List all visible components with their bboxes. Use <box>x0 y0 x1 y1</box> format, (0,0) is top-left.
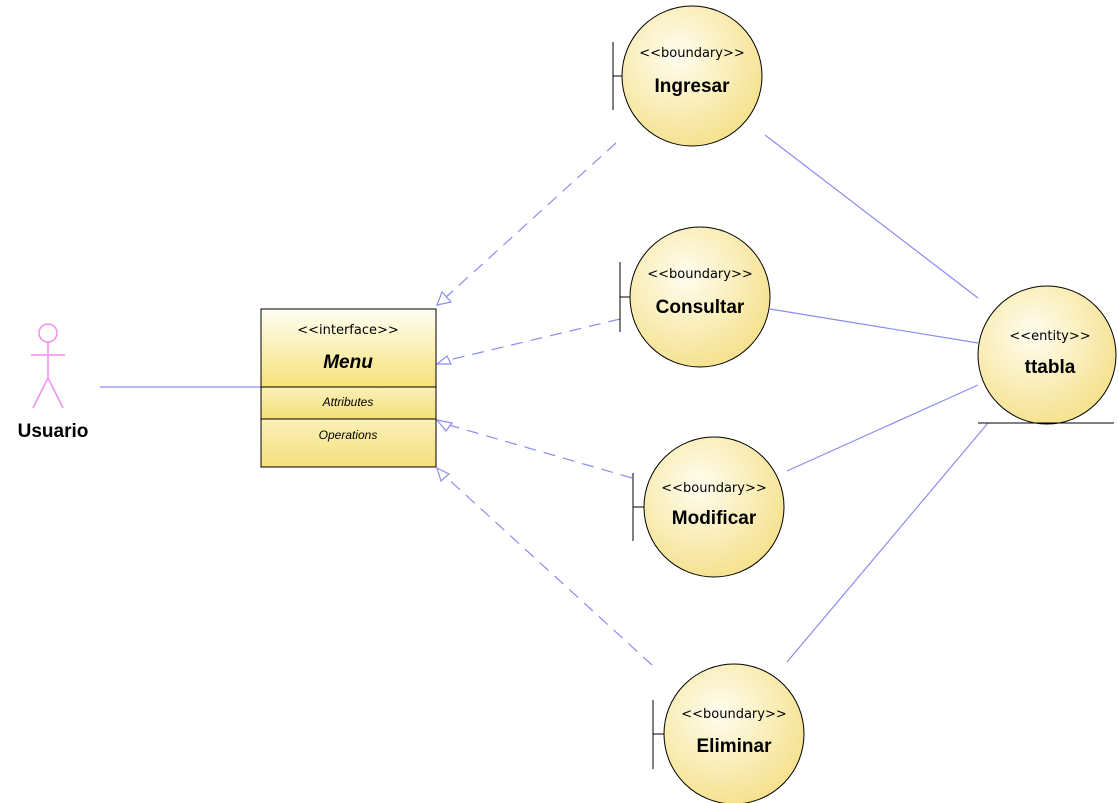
actor-label: Usuario <box>18 421 89 442</box>
boundary-stereotype: <<boundary>> <box>681 707 787 722</box>
boundary-name: Ingresar <box>655 76 731 97</box>
eliminar-arrowhead <box>436 466 451 483</box>
boundary-stereotype: <<boundary>> <box>661 481 767 496</box>
consultar-ttabla-association[interactable] <box>769 308 979 344</box>
boundary-eliminar[interactable]: <<boundary>> Eliminar <box>652 663 805 803</box>
boundary-modificar[interactable]: <<boundary>> Modificar <box>632 436 785 578</box>
operations-compartment: Operations <box>319 428 378 442</box>
consultar-realization[interactable] <box>448 318 621 361</box>
boundary-icon <box>612 42 622 110</box>
boundary-icon <box>652 700 664 769</box>
consultar-arrowhead <box>435 355 452 365</box>
boundary-icon <box>632 473 644 541</box>
eliminar-realization[interactable] <box>444 475 653 666</box>
boundary-name: Consultar <box>656 297 745 318</box>
connectors <box>100 134 989 666</box>
ingresar-arrowhead <box>436 290 453 306</box>
boundary-stereotype: <<boundary>> <box>639 46 745 61</box>
modificar-ttabla-association[interactable] <box>786 384 979 472</box>
boundary-consultar[interactable]: <<boundary>> Consultar <box>619 226 771 368</box>
entity-stereotype: <<entity>> <box>1009 329 1090 344</box>
interface-name: Menu <box>323 352 373 373</box>
ingresar-realization[interactable] <box>444 142 617 299</box>
entity-name: ttabla <box>1025 357 1076 378</box>
boundary-name: Modificar <box>672 508 757 529</box>
eliminar-ttabla-association[interactable] <box>786 422 989 663</box>
boundary-stereotype: <<boundary>> <box>647 267 753 282</box>
modificar-arrowhead <box>435 419 454 432</box>
interface-stereotype: <<interface>> <box>297 323 399 338</box>
boundary-icon <box>619 262 630 332</box>
interface-menu[interactable]: <<interface>> Menu Attributes Operations <box>260 308 437 468</box>
boundary-ingresar[interactable]: <<boundary>> Ingresar <box>612 5 763 147</box>
boundary-name: Eliminar <box>697 736 773 757</box>
modificar-realization[interactable] <box>448 424 633 479</box>
ingresar-ttabla-association[interactable] <box>764 134 979 299</box>
entity-ttabla[interactable]: <<entity>> ttabla <box>977 285 1117 425</box>
actor-stick-figure-icon <box>31 323 65 409</box>
actor-usuario[interactable]: Usuario <box>18 323 89 442</box>
attributes-compartment: Attributes <box>322 395 374 409</box>
